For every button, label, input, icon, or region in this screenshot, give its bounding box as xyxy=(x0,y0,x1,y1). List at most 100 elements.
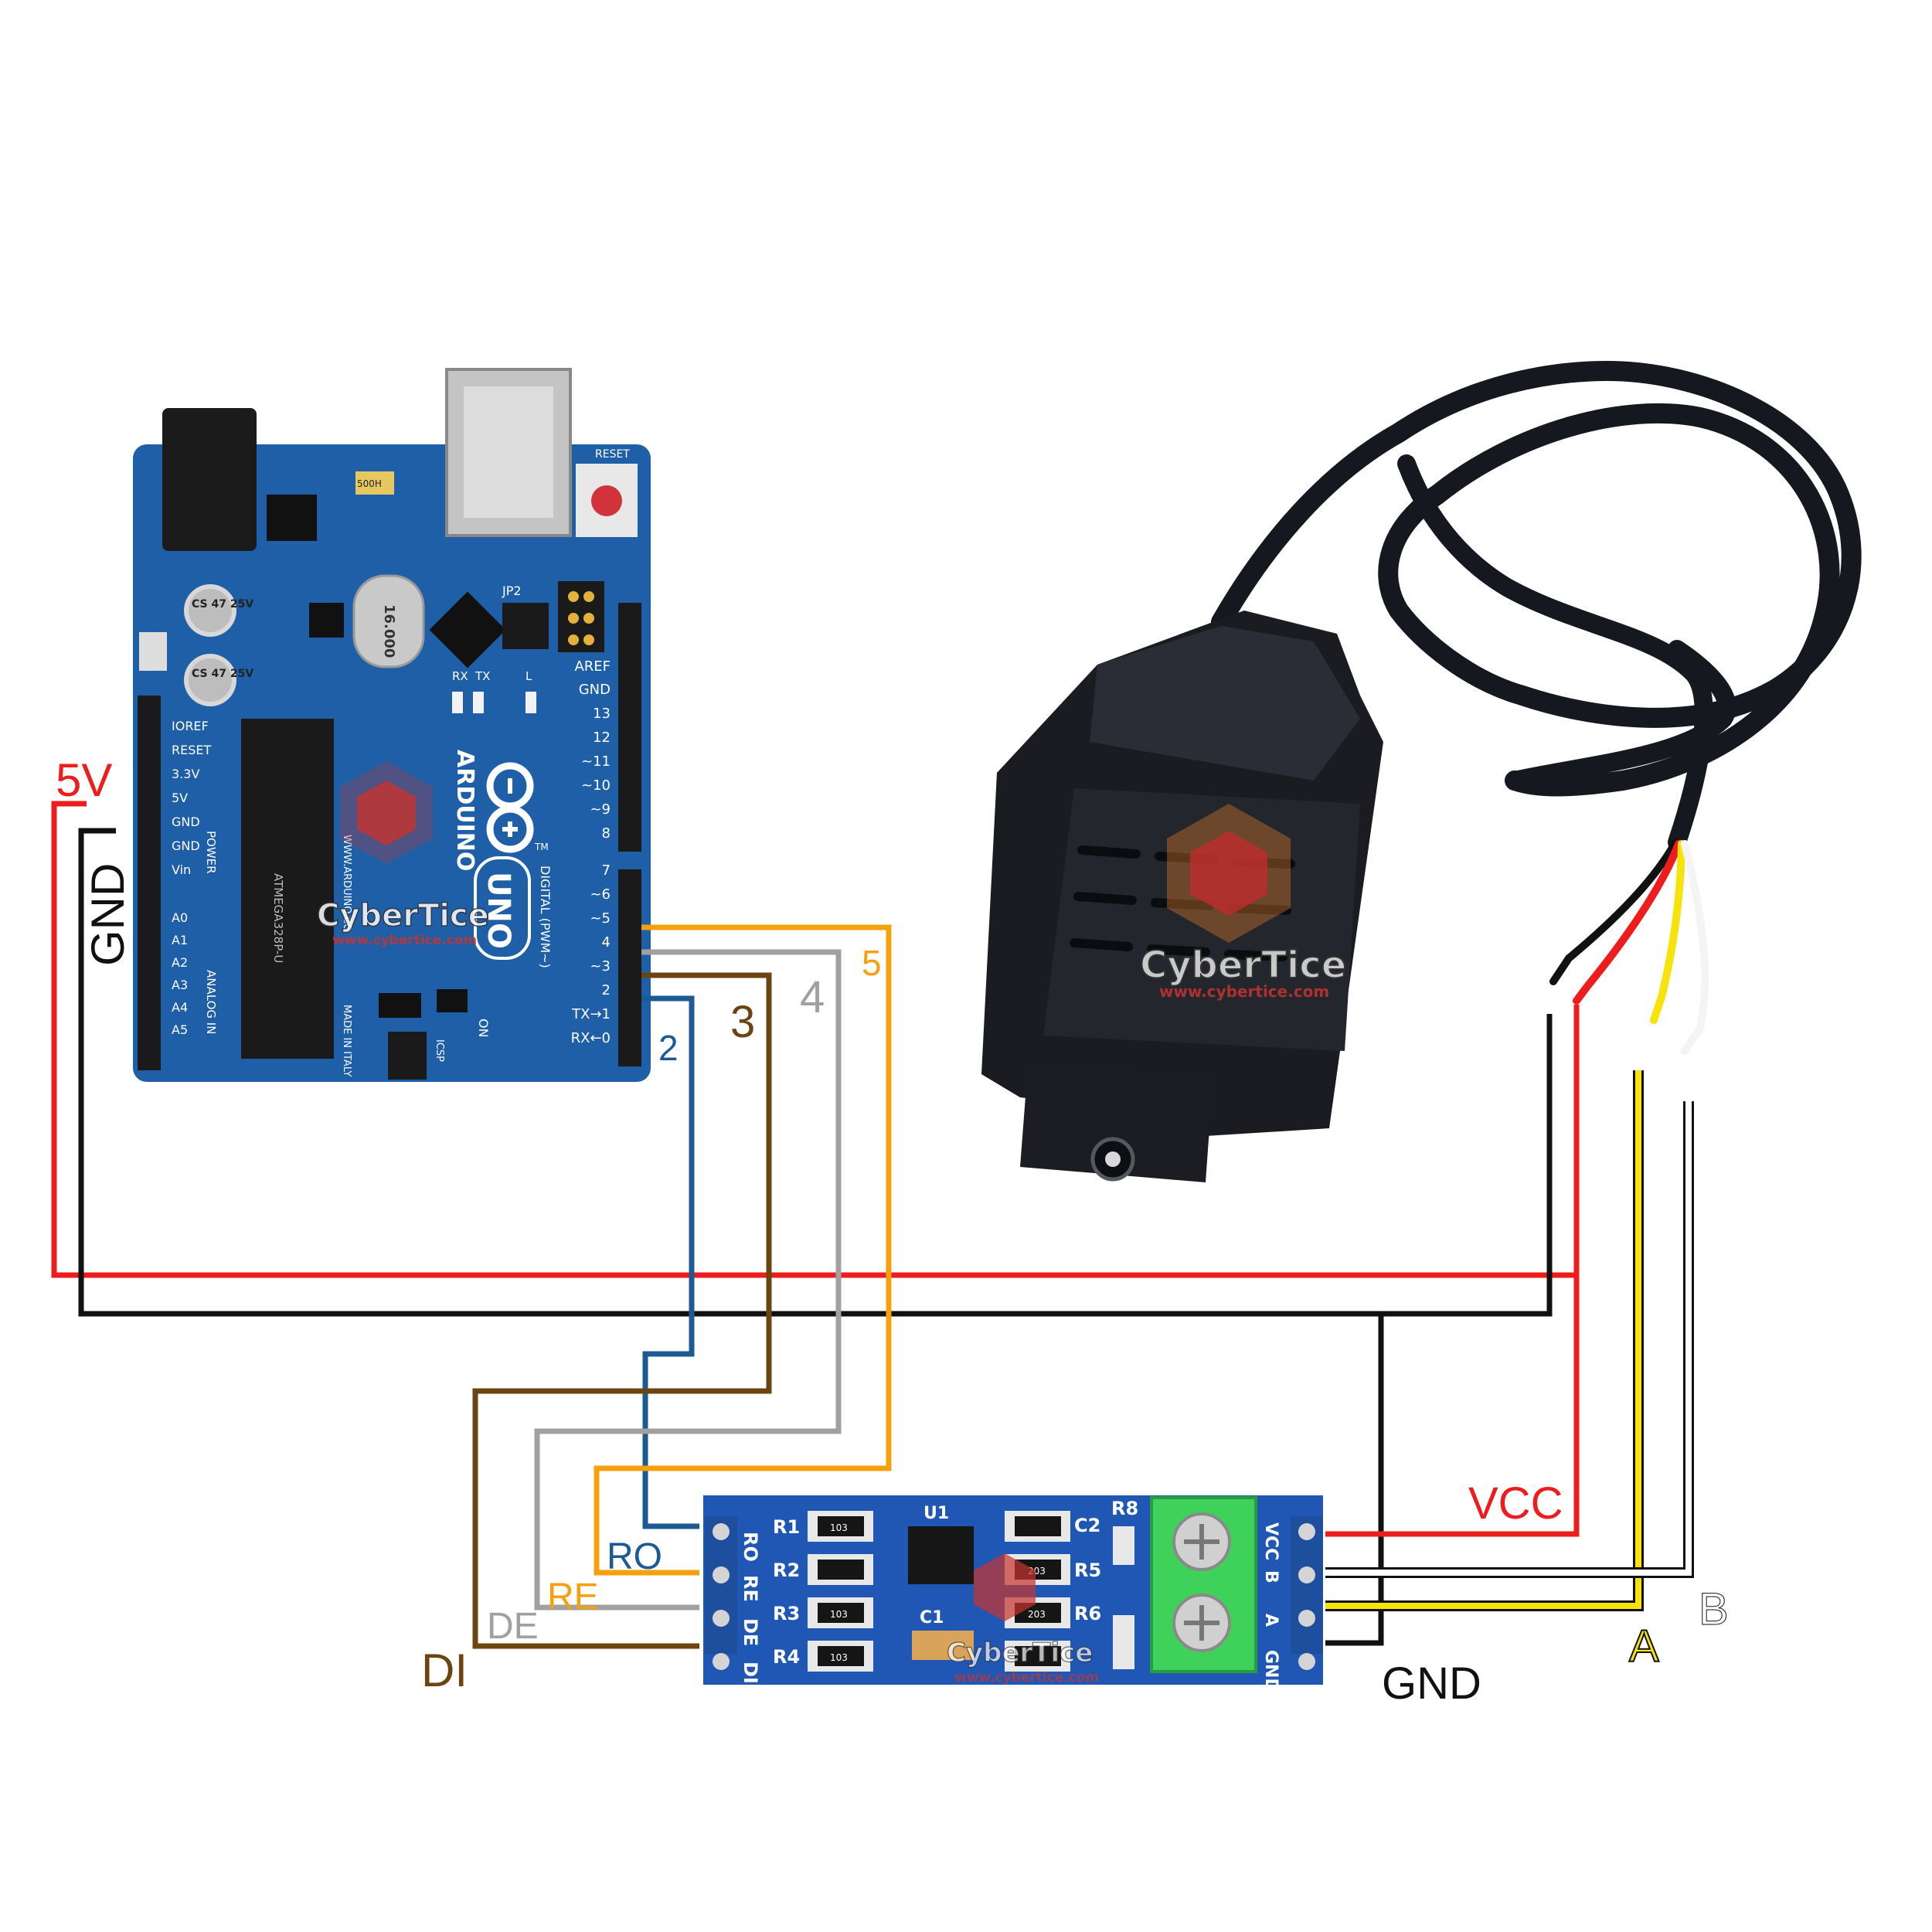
rx-led-label: RX xyxy=(452,669,468,683)
svg-text:~6: ~6 xyxy=(590,886,611,903)
svg-text:A: A xyxy=(1261,1614,1281,1627)
svg-text:A5: A5 xyxy=(172,1022,188,1037)
svg-text:AREF: AREF xyxy=(574,658,611,675)
label-pin3: 3 xyxy=(730,997,755,1047)
wire-gnd-rs485 xyxy=(1325,1314,1384,1646)
svg-text:8: 8 xyxy=(602,825,611,842)
power-section-label: POWER xyxy=(204,831,218,874)
svg-text:103: 103 xyxy=(830,1609,848,1620)
sensor-cable xyxy=(1211,360,1862,852)
svg-text:A3: A3 xyxy=(172,978,188,992)
tx-led-label: TX xyxy=(474,669,490,683)
on-led-label: ON xyxy=(476,1019,491,1038)
svg-text:R5: R5 xyxy=(1074,1560,1101,1581)
label-vcc: VCC xyxy=(1468,1478,1563,1529)
label-pin2: 2 xyxy=(658,1028,679,1068)
icsp-label: ICSP xyxy=(434,1039,445,1062)
label-ro: RO xyxy=(607,1536,662,1577)
label-b: B xyxy=(1699,1584,1729,1634)
svg-text:DE: DE xyxy=(740,1618,761,1646)
right-header-pin-labels: AREF GND 13 12 ~11 ~10 ~9 8 7 ~6 ~5 4 ~3… xyxy=(571,658,611,1046)
svg-text:2: 2 xyxy=(602,982,611,998)
wire-pin3-di xyxy=(472,972,772,1649)
left-header-pin-labels: IOREF RESET 3.3V 5V GND GND Vin A0 A1 A2… xyxy=(172,719,211,1037)
digital-section-label: DIGITAL (PWM~) xyxy=(538,866,553,968)
svg-text:A2: A2 xyxy=(172,955,188,970)
wire-b xyxy=(1325,1101,1692,1576)
svg-text:GND: GND xyxy=(579,682,611,698)
capacitor-1-label: CS 47 25V xyxy=(192,598,253,611)
svg-text:4: 4 xyxy=(602,934,611,951)
watermark-sensor: CyberTice www.cybertice.com xyxy=(1139,804,1347,1001)
rs485-resistors: 103 103 103 xyxy=(808,1511,873,1672)
svg-text:5V: 5V xyxy=(172,791,188,805)
analog-section-label: ANALOG IN xyxy=(204,970,218,1034)
svg-text:103: 103 xyxy=(830,1652,848,1663)
rs485-right-pin-labels: VCC B A GND xyxy=(1261,1522,1281,1692)
svg-text:RESET: RESET xyxy=(172,743,211,757)
svg-text:103: 103 xyxy=(830,1522,848,1533)
digital-header-top xyxy=(618,603,641,852)
l-led-label: L xyxy=(526,669,532,683)
svg-text:DI: DI xyxy=(740,1662,761,1684)
wire-pin5-re xyxy=(594,924,892,1576)
label-de: DE xyxy=(487,1606,539,1647)
arduino-uno-board: RESET CS 47 25V CS 47 25V 16.000 500H JP… xyxy=(133,368,651,1082)
wire-pin4-de xyxy=(534,949,842,1611)
svg-text:CyberTice: CyberTice xyxy=(1140,944,1346,987)
svg-text:~9: ~9 xyxy=(590,801,611,818)
svg-text:R2: R2 xyxy=(773,1560,800,1581)
wires xyxy=(51,801,1694,1649)
wire-a xyxy=(1325,1070,1641,1609)
watermark-rs485: CyberTice www.cybertice.com xyxy=(946,1553,1099,1685)
svg-text:12: 12 xyxy=(593,730,611,746)
rs485-resistor-labels: R1 R2 R3 R4 xyxy=(773,1516,800,1668)
svg-text:RO: RO xyxy=(740,1532,761,1562)
svg-text:R3: R3 xyxy=(773,1603,800,1624)
c1-label: C1 xyxy=(920,1608,944,1628)
crystal-label: 16.000 xyxy=(381,604,397,658)
url-label: WWW.ARDUINO.CC xyxy=(341,835,352,930)
svg-text:R8: R8 xyxy=(1111,1498,1138,1519)
wire-vcc-rs485 xyxy=(1325,1275,1580,1537)
max485-chip xyxy=(908,1526,974,1584)
sensor-wire-ends xyxy=(1549,838,1709,1055)
arduino-logo xyxy=(486,762,534,853)
svg-text:www.cybertice.com: www.cybertice.com xyxy=(332,933,477,948)
label-a: A xyxy=(1629,1621,1659,1672)
label-pin5: 5 xyxy=(862,943,882,983)
jp2-label: JP2 xyxy=(502,583,522,598)
svg-text:CyberTice: CyberTice xyxy=(317,898,489,934)
arduino-brand: ARDUINO xyxy=(451,750,478,871)
svg-text:TX→1: TX→1 xyxy=(571,1006,611,1022)
svg-text:203: 203 xyxy=(1028,1609,1046,1620)
rs485-right-labels: C2 R5 R6 R8 xyxy=(1074,1498,1138,1624)
svg-text:A1: A1 xyxy=(172,933,188,947)
svg-text:GND: GND xyxy=(172,838,200,853)
svg-text:3.3V: 3.3V xyxy=(172,767,199,781)
svg-text:~11: ~11 xyxy=(581,753,611,770)
uno-label: UNO xyxy=(481,872,516,949)
svg-text:7: 7 xyxy=(602,862,611,879)
svg-text:Vin: Vin xyxy=(172,862,191,877)
chip-label: ATMEGA328P-U xyxy=(271,873,285,963)
fuse-label: 500H xyxy=(357,478,382,489)
svg-text:R4: R4 xyxy=(773,1646,800,1668)
svg-text:A4: A4 xyxy=(172,1000,188,1015)
svg-text:www.cybertice.com: www.cybertice.com xyxy=(1159,982,1329,1001)
svg-text:~10: ~10 xyxy=(581,777,611,794)
label-pin4: 4 xyxy=(800,972,825,1022)
svg-text:RX←0: RX←0 xyxy=(571,1030,611,1046)
svg-text:C2: C2 xyxy=(1074,1515,1100,1536)
svg-text:CyberTice: CyberTice xyxy=(947,1638,1093,1668)
svg-text:GND: GND xyxy=(172,815,200,829)
power-jack xyxy=(162,408,257,551)
wire-pin2-ro xyxy=(641,995,699,1529)
svg-text:13: 13 xyxy=(593,706,611,722)
wire-labels: 5V GND 2 3 4 5 RO RE DE DI VCC B A GND xyxy=(56,754,1729,1709)
svg-text:A0: A0 xyxy=(172,910,188,925)
label-re: RE xyxy=(547,1577,599,1617)
reset-button-label: RESET xyxy=(595,448,630,461)
svg-text:GND: GND xyxy=(1261,1650,1281,1692)
